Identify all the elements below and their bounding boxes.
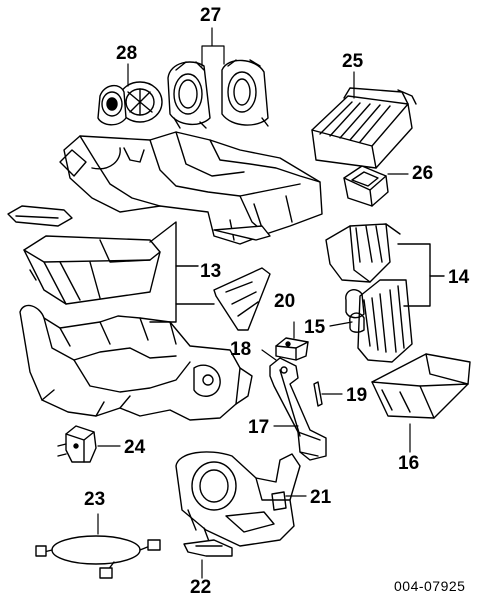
leader-lines xyxy=(97,27,411,579)
callout-16: 16 xyxy=(398,453,420,474)
part-14-upper-core xyxy=(325,223,401,283)
part-24-sensor xyxy=(57,425,97,463)
upper-case-assembly xyxy=(59,131,323,245)
callout-18: 18 xyxy=(230,339,252,360)
callout-14: 14 xyxy=(448,267,470,288)
callout-19: 19 xyxy=(346,385,368,406)
part-16-tray xyxy=(371,353,471,419)
callout-23: 23 xyxy=(84,489,106,510)
part-21-lower-housing xyxy=(175,451,301,547)
part-27-blower-housing xyxy=(167,59,269,129)
callout-15: 15 xyxy=(304,317,326,338)
part-15-lower-core xyxy=(345,279,413,363)
part-22-clip xyxy=(183,539,233,557)
callout-26: 26 xyxy=(412,163,434,184)
part-13-lower-case xyxy=(7,205,271,421)
part-13-bracket xyxy=(149,221,271,331)
figure-reference-number: 004-07925 xyxy=(394,578,466,594)
part-17-18-link xyxy=(269,357,327,461)
part-19-pin xyxy=(313,381,323,407)
part-14-bracket xyxy=(397,243,445,307)
callout-20: 20 xyxy=(274,291,296,312)
callout-13: 13 xyxy=(200,261,222,282)
callout-21: 21 xyxy=(310,487,332,508)
callout-22: 22 xyxy=(190,577,212,598)
part-28-blower-motor xyxy=(97,81,163,126)
part-23-harness xyxy=(35,535,161,579)
part-20-actuator xyxy=(275,337,309,361)
callout-28: 28 xyxy=(116,43,138,64)
part-26-seal xyxy=(343,165,389,207)
callout-24: 24 xyxy=(124,437,146,458)
callout-25: 25 xyxy=(342,51,364,72)
part-25-core xyxy=(311,87,417,169)
callout-27: 27 xyxy=(200,5,222,26)
callout-17: 17 xyxy=(248,417,270,438)
